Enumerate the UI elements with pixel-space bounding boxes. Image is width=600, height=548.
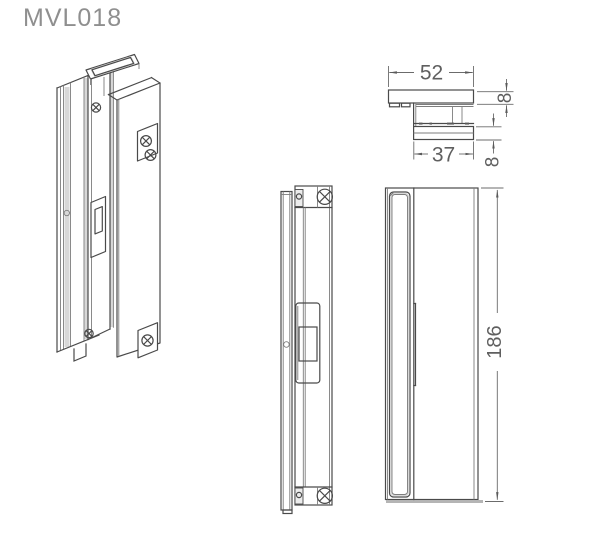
iso-cover-face [116, 82, 161, 358]
phillips-screw-icon [140, 135, 153, 148]
isometric-view [56, 53, 161, 362]
side-latch-hole [298, 326, 318, 362]
strip-hole [283, 341, 290, 348]
gasket-tab [400, 102, 411, 108]
top-plate [387, 89, 475, 104]
latch-seam [413, 302, 417, 387]
dimension-bottom-plate-thickness-value: 8 [483, 157, 504, 168]
iso-top-frame-screw [90, 102, 102, 113]
side-latch-recess [295, 302, 321, 384]
iso-upper-screw-bracket [136, 122, 159, 162]
phillips-screw-icon [144, 149, 157, 162]
dimension-top-plate-thickness: 8 [477, 79, 516, 117]
phillips-screw-icon [316, 487, 333, 504]
dimension-height-value: 186 [484, 325, 506, 358]
frame-foot [73, 343, 87, 362]
phillips-screw-icon [141, 334, 154, 347]
side-elevation-view [280, 185, 333, 515]
dimension-bottom-width: 37 [413, 141, 474, 167]
dimension-height: 186 [481, 187, 506, 502]
frame-hole [63, 209, 70, 217]
part-number-title: MVL018 [23, 4, 123, 32]
dimension-top-plate-thickness-value: 8 [495, 93, 516, 104]
side-body [294, 185, 333, 506]
side-top-screw [294, 188, 333, 207]
dimension-top-width-value: 52 [420, 62, 443, 85]
phillips-screw-icon [84, 328, 94, 339]
clamp-body [413, 102, 475, 128]
bottom-pin [294, 487, 304, 505]
top-pin [294, 189, 304, 207]
iso-latch-hole [94, 206, 103, 235]
iso-lock-plate [87, 65, 114, 341]
iso-top-slot [85, 53, 140, 85]
iso-lower-screw-bracket [84, 322, 159, 359]
side-edge-strip [280, 190, 293, 515]
phillips-screw-icon [316, 188, 333, 205]
front-elevation-view [384, 187, 483, 503]
gasket-tab [388, 102, 401, 108]
front-slot [388, 191, 411, 498]
top-section-view [387, 89, 475, 141]
side-bottom-screw [294, 487, 333, 505]
dimension-bottom-plate-thickness: 8 [476, 113, 504, 168]
strip-foot [282, 509, 293, 515]
dimension-top-width: 52 [388, 62, 474, 87]
dimension-bottom-width-value: 37 [432, 144, 455, 167]
front-outline [384, 187, 479, 501]
